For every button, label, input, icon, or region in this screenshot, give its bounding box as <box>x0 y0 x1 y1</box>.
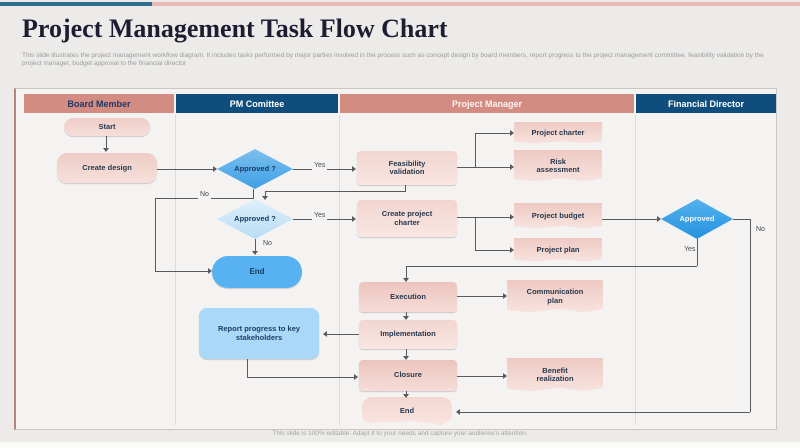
edge-line <box>265 191 406 192</box>
node-approved-1: Approved ? <box>217 149 293 189</box>
arrowhead <box>510 130 517 136</box>
lane-header-project-manager: Project Manager <box>340 94 634 113</box>
arrowhead <box>320 331 327 337</box>
arrowhead <box>510 214 517 220</box>
edge-label-no: No <box>198 191 211 199</box>
top-accent-bar-dark <box>0 2 152 6</box>
edge-line <box>157 169 213 170</box>
arrowhead <box>403 394 409 401</box>
edge-label-no: No <box>754 226 767 234</box>
node-implementation: Implementation <box>359 320 457 349</box>
node-create-project-charter: Create project charter <box>357 200 457 237</box>
lane-separator <box>175 115 176 425</box>
arrowhead <box>208 268 215 274</box>
arrowhead <box>503 373 510 379</box>
node-create-design: Create design <box>57 153 157 183</box>
edge-line <box>697 239 698 266</box>
slide-footer-note: This slide is 100% editable. Adapt it to… <box>272 430 528 437</box>
edge-line <box>406 349 407 358</box>
edge-line <box>247 359 248 377</box>
edge-line <box>406 312 407 318</box>
lane-headers: Board Member PM Comittee Project Manager… <box>24 94 776 113</box>
arrowhead <box>354 374 361 380</box>
arrowhead <box>262 196 268 203</box>
edge-line <box>405 185 406 192</box>
arrowhead <box>352 216 359 222</box>
swimlane-chart: Board Member PM Comittee Project Manager… <box>14 88 777 430</box>
edge-line <box>255 239 256 252</box>
arrowhead <box>403 316 409 323</box>
lane-header-financial-director: Financial Director <box>636 94 776 113</box>
arrowhead <box>403 278 409 285</box>
bottom-strip <box>0 442 800 448</box>
edge-line <box>475 133 476 167</box>
edge-label-yes: Yes <box>682 246 698 254</box>
node-execution: Execution <box>359 282 457 312</box>
arrowhead <box>352 166 359 172</box>
edge-line <box>457 217 511 218</box>
node-project-charter: Project charter <box>514 122 602 144</box>
edge-line <box>265 191 266 197</box>
edge-line <box>457 167 511 168</box>
edge-line <box>406 266 697 267</box>
edge-line <box>475 217 476 250</box>
node-feasibility-validation: Feasibility validation <box>357 151 457 185</box>
arrowhead <box>657 216 664 222</box>
edge-line <box>253 189 254 198</box>
node-end-committee: End <box>212 256 302 288</box>
edge-line <box>155 198 156 271</box>
arrowhead <box>510 247 517 253</box>
edge-label-no: No <box>261 240 274 248</box>
node-project-plan: Project plan <box>514 238 602 262</box>
edge-line <box>247 377 355 378</box>
node-start: Start <box>64 118 150 136</box>
node-end-pm: End <box>362 397 452 425</box>
arrowhead <box>510 164 517 170</box>
arrowhead <box>453 409 460 415</box>
edge-line <box>155 271 209 272</box>
lane-separator <box>339 115 340 425</box>
lane-header-pm-committee: PM Comittee <box>176 94 338 113</box>
arrowhead <box>252 251 258 258</box>
arrowhead <box>103 148 109 155</box>
slide-description: This slide illustrates the project manag… <box>22 52 764 67</box>
edge-line <box>475 250 511 251</box>
edge-line <box>457 296 504 297</box>
node-risk-assessment: Risk assessment <box>514 150 602 182</box>
edge-line <box>406 391 407 396</box>
node-project-budget: Project budget <box>514 203 602 229</box>
page-title: Project Management Task Flow Chart <box>22 14 448 43</box>
edge-line <box>733 219 750 220</box>
edge-line <box>457 376 504 377</box>
edge-line <box>602 219 658 220</box>
arrowhead <box>403 356 409 363</box>
edge-line <box>406 266 407 279</box>
edge-line <box>106 136 107 149</box>
edge-line <box>457 412 750 413</box>
node-approved-2: Approved ? <box>217 199 293 239</box>
top-accent-bar-pink <box>152 2 800 6</box>
lane-separator <box>635 115 636 425</box>
arrowhead <box>503 293 510 299</box>
edge-label-yes: Yes <box>312 162 328 170</box>
node-benefit-realization: Benefit realization <box>507 358 603 392</box>
node-closure: Closure <box>359 360 457 391</box>
edge-line <box>324 334 359 335</box>
edge-line <box>475 133 511 134</box>
node-approved-fd: Approved <box>661 199 733 239</box>
edge-label-yes: Yes <box>312 212 328 220</box>
lane-header-board-member: Board Member <box>24 94 174 113</box>
node-report-progress: Report progress to key stakeholders <box>199 308 319 359</box>
arrowhead <box>213 166 220 172</box>
edge-line <box>750 219 751 412</box>
node-communication-plan: Communication plan <box>507 280 603 313</box>
